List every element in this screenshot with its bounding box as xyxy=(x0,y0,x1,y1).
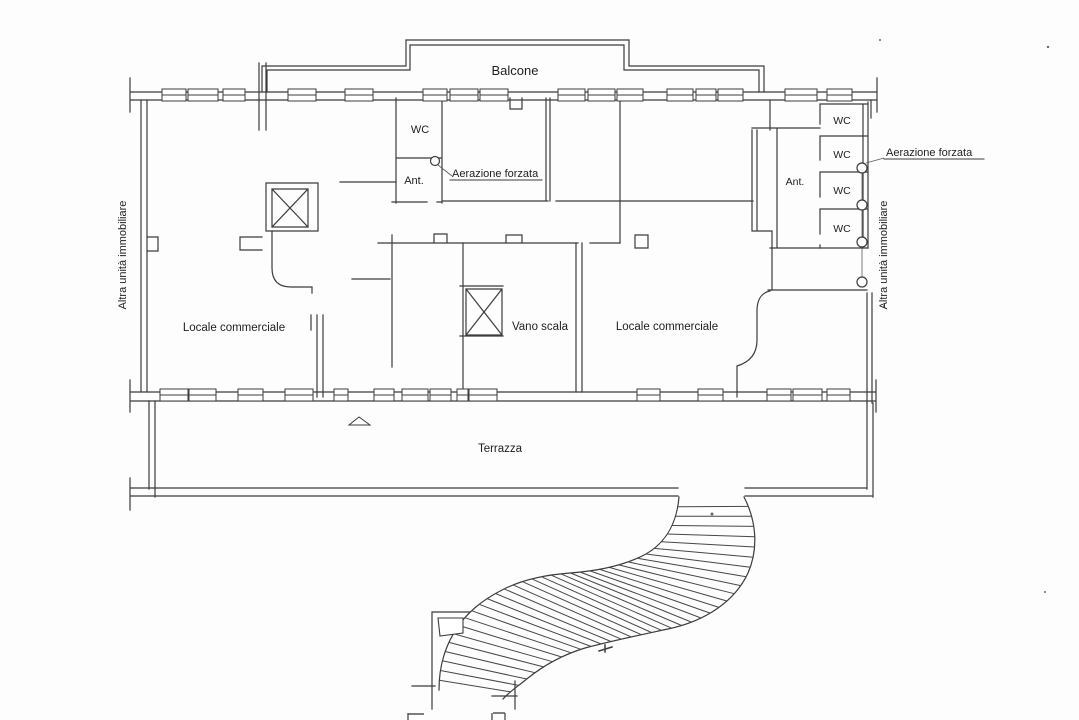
adjacent-unit-right-label: Altra unità immobiliare xyxy=(878,201,890,310)
right-ant-walls xyxy=(769,127,869,249)
interior-walls-right xyxy=(736,99,985,404)
stair-inner-edge xyxy=(438,496,680,691)
ant-center-label: Ant. xyxy=(404,175,424,187)
balcony-outer-edge xyxy=(261,39,765,93)
stairwell-label: Vano scala xyxy=(512,321,569,333)
terrace-details xyxy=(347,416,372,426)
right-commercial-label: Locale commerciale xyxy=(616,321,718,333)
right-lower-room-walls xyxy=(767,289,873,404)
stair-treads xyxy=(439,505,755,693)
stair-outer-edge xyxy=(502,496,756,700)
entry-wall-stub xyxy=(258,62,267,131)
cropped-text-fragment xyxy=(407,712,506,720)
vent-right-label: Aerazione forzata xyxy=(886,147,973,159)
left-commercial-label: Locale commerciale xyxy=(183,322,285,334)
stairwell-right-wall xyxy=(575,242,583,393)
adjacent-unit-left-label: Altra unità immobiliare xyxy=(117,201,129,310)
column-square xyxy=(634,234,649,249)
center-wc-block xyxy=(391,97,754,244)
balcony-inner-edge xyxy=(266,44,760,93)
stairhall-top-wall xyxy=(377,233,621,244)
labels: Balcone WC Ant. Aerazione forzata Locale… xyxy=(117,63,973,455)
stairwell-walls xyxy=(459,234,649,393)
wc-right-label-3: WC xyxy=(833,185,851,197)
terrace-label: Terrazza xyxy=(478,443,523,455)
scan-speck xyxy=(1046,45,1050,49)
stairwell-left-wall xyxy=(459,242,504,389)
right-room-boundary xyxy=(751,99,773,291)
top-wall-windows xyxy=(161,88,853,102)
vent-circle-3 xyxy=(856,236,868,248)
wc-center-label: WC xyxy=(411,124,429,136)
wc-right-label-2: WC xyxy=(833,149,851,161)
curved-staircase xyxy=(411,496,756,710)
scan-speck xyxy=(879,39,881,41)
stair-landing-step xyxy=(437,617,464,637)
mid-corridor-wall xyxy=(351,234,393,368)
left-shaft-enclosure xyxy=(265,182,319,232)
center-block-walls xyxy=(391,97,443,204)
wc-right-label-1: WC xyxy=(833,115,851,127)
wc-right-label-4: WC xyxy=(833,223,851,235)
left-wall-pilaster xyxy=(147,236,159,252)
vent-leader-center xyxy=(437,164,453,177)
scan-speck xyxy=(883,305,885,307)
vent-leader-right xyxy=(865,157,885,164)
terrace-door-triangle xyxy=(347,416,372,426)
bottom-wall-windows xyxy=(159,388,851,402)
curved-passage-wall xyxy=(736,290,771,398)
scan-speck xyxy=(1044,591,1046,593)
stair-landing-walls xyxy=(411,611,518,710)
center-rooms-walls xyxy=(441,97,754,244)
stairwell-shaft-box xyxy=(465,288,503,336)
ant-right-label: Ant. xyxy=(786,176,805,188)
left-shaft-box xyxy=(271,188,309,228)
scan-speck xyxy=(710,512,714,516)
left-room-right-wall xyxy=(310,314,324,398)
left-wall xyxy=(140,99,148,393)
wall-stub-left xyxy=(239,236,263,251)
vent-center-label: Aerazione forzata xyxy=(452,168,539,180)
stair-direction-mark xyxy=(598,644,613,653)
vent-circle-4 xyxy=(856,276,868,288)
vent-circle-2 xyxy=(856,199,868,211)
vent-circle-center xyxy=(429,155,441,167)
balcony-label: Balcone xyxy=(492,63,539,78)
curved-corridor-wall xyxy=(271,230,313,294)
vent-circle-1 xyxy=(856,162,868,174)
scan-artifacts xyxy=(407,39,1050,720)
bottom-main-wall xyxy=(129,379,877,413)
wc-stack-walls xyxy=(819,101,869,249)
balcony-outline xyxy=(261,39,765,93)
interior-walls-left xyxy=(147,62,621,398)
terrace-walls xyxy=(129,400,874,511)
